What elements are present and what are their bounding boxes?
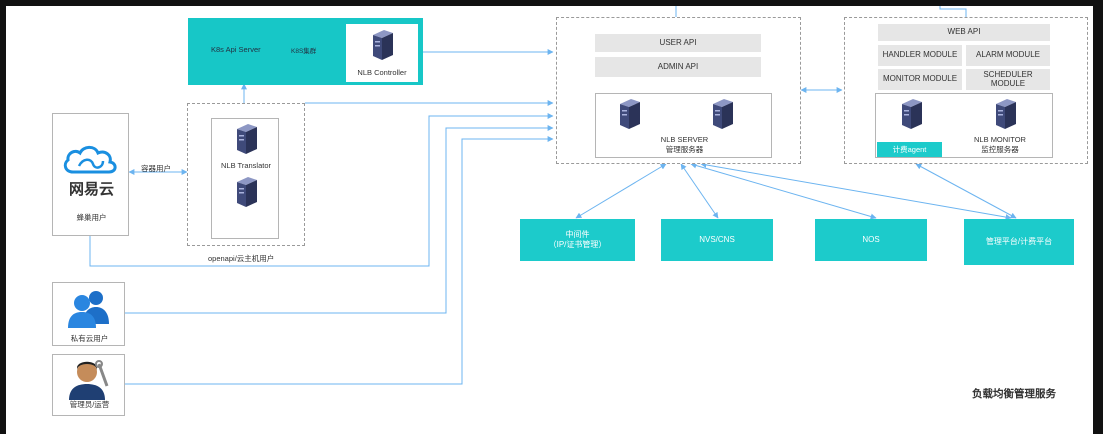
admin-api-box: ADMIN API: [595, 57, 761, 77]
server-icon: [620, 99, 640, 129]
server-icon: [996, 99, 1016, 129]
nlb-monitor-subtitle: 监控服务器: [981, 145, 1019, 154]
diagram-title: 负载均衡管理服务: [972, 388, 1056, 400]
middleware-box: 中间件 （IP/证书管理）: [520, 219, 635, 261]
alarm-module-box: ALARM MODULE: [966, 45, 1050, 66]
nlb-translator-label: NLB Translator: [220, 161, 272, 170]
cloud-logo-icon: [63, 145, 117, 174]
server-icon: [902, 99, 922, 129]
k8s-api-server-label: K8s Api Server: [211, 45, 261, 54]
middleware-label: 中间件: [565, 230, 590, 239]
architecture-diagram: K8s Api Server K8S集群 NLB Controller NLB …: [6, 6, 1093, 434]
nlb-monitor-box: NLB MONITOR 监控服务器 计费agent: [875, 93, 1053, 158]
admin-icon: [69, 360, 109, 400]
scheduler-module-box: SCHEDULER MODULE: [966, 69, 1050, 90]
nlb-server-title: NLB SERVER: [660, 135, 709, 144]
handler-module-box: HANDLER MODULE: [878, 45, 962, 66]
nlb-controller-box: NLB Controller: [346, 24, 418, 82]
admin-box: 管理员/运营: [52, 354, 125, 416]
monitor-module-box: MONITOR MODULE: [878, 69, 962, 90]
nlb-monitor-title: NLB MONITOR: [974, 135, 1026, 144]
netease-user-label: 蜂巢用户: [76, 213, 107, 222]
billing-agent-box: 计费agent: [877, 142, 942, 157]
connector-lines: [89, 6, 1017, 385]
netease-logo-text: 网易云: [68, 181, 114, 198]
server-icon: [237, 124, 257, 154]
nlb-server-box: NLB SERVER 管理服务器: [595, 93, 772, 158]
private-cloud-user-label: 私有云用户: [70, 334, 109, 343]
users-icon: [68, 291, 109, 328]
container-user-label: 容器用户: [141, 164, 171, 173]
private-cloud-user-box: 私有云用户: [52, 282, 125, 346]
openapi-user-label: openapi/云主机用户: [208, 254, 275, 263]
nvs-cns-box: NVS/CNS: [661, 219, 773, 261]
server-icon: [237, 177, 257, 207]
nos-box: NOS: [815, 219, 927, 261]
translator-box: NLB Translator: [211, 118, 279, 239]
middleware-sublabel: （IP/证书管理）: [548, 240, 607, 249]
nlb-server-subtitle: 管理服务器: [665, 145, 704, 154]
server-icon: [713, 99, 733, 129]
billing-platform-box: 管理平台/计费平台: [964, 219, 1074, 265]
admin-label: 管理员/运营: [69, 400, 110, 409]
k8s-cluster-label: K8S集群: [291, 48, 317, 55]
nlb-controller-label: NLB Controller: [357, 68, 407, 77]
netease-user-box: 网易云 蜂巢用户: [52, 113, 129, 236]
server-icon: [373, 30, 393, 60]
web-api-box: WEB API: [878, 24, 1050, 41]
user-api-box: USER API: [595, 34, 761, 52]
